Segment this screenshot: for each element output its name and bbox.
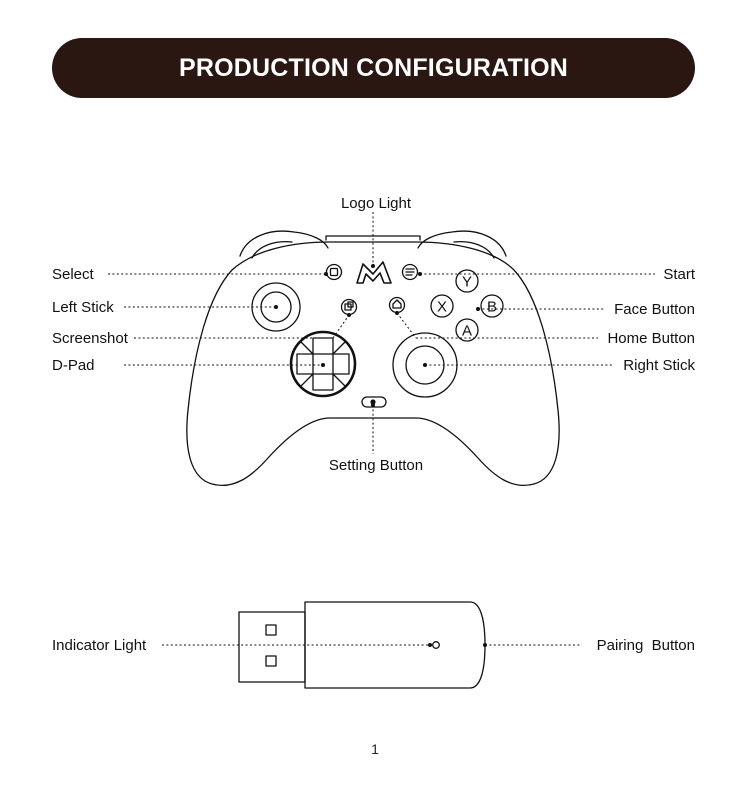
x-button-label: X xyxy=(437,299,447,316)
label-left-stick: Left Stick xyxy=(52,299,114,316)
leader-lines xyxy=(108,212,655,646)
label-home-button: Home Button xyxy=(607,330,695,347)
page-title: PRODUCTION CONFIGURATION xyxy=(178,53,569,82)
leader-dots xyxy=(274,264,487,647)
label-right-stick: Right Stick xyxy=(623,357,695,374)
select-button[interactable] xyxy=(325,263,343,281)
label-screenshot: Screenshot xyxy=(52,330,129,347)
page-number: 1 xyxy=(371,741,379,757)
indicator-light xyxy=(432,641,440,649)
label-start: Start xyxy=(663,266,696,283)
b-button-label: B xyxy=(487,299,497,316)
start-button[interactable] xyxy=(401,263,419,281)
header-banner: PRODUCTION CONFIGURATION xyxy=(52,38,695,98)
logo-light-icon xyxy=(356,261,392,284)
d-pad[interactable] xyxy=(289,330,357,398)
a-button-label: A xyxy=(462,323,472,340)
a-button[interactable] xyxy=(455,318,479,342)
home-button[interactable] xyxy=(388,296,406,314)
setting-button[interactable] xyxy=(361,396,387,408)
label-logo-light: Logo Light xyxy=(341,195,412,212)
y-button-label: Y xyxy=(462,274,472,291)
label-d-pad: D-Pad xyxy=(52,357,95,374)
label-face-button: Face Button xyxy=(614,301,695,318)
x-button[interactable] xyxy=(430,294,454,318)
label-indicator-light: Indicator Light xyxy=(52,637,147,654)
screenshot-button[interactable] xyxy=(340,298,358,316)
controller-outline xyxy=(186,230,560,486)
label-select: Select xyxy=(52,266,95,283)
label-setting-button: Setting Button xyxy=(329,457,423,474)
b-button[interactable] xyxy=(480,294,504,318)
y-button[interactable] xyxy=(455,269,479,293)
label-pairing-button: Pairing Button xyxy=(597,637,695,654)
